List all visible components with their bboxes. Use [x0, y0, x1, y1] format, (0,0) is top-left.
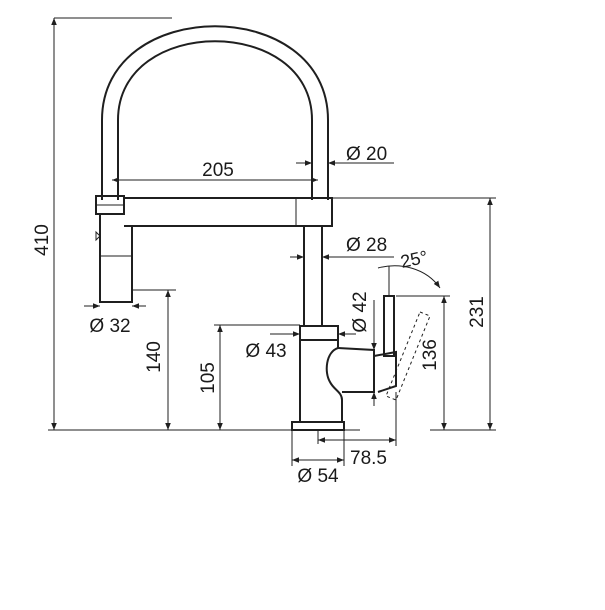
label-body-diameter: Ø 28 — [346, 235, 387, 256]
label-lever-height: 105 — [198, 362, 219, 394]
mount-plate — [291, 421, 345, 431]
label-spout-reach: 205 — [202, 160, 234, 181]
spout-arm — [124, 197, 333, 227]
label-total-height: 410 — [32, 224, 53, 256]
label-handle-diameter: Ø 42 — [350, 291, 371, 332]
label-mount-diameter: Ø 54 — [297, 466, 339, 487]
label-handle-angle: 25° — [399, 247, 430, 272]
label-spray-head-height: 140 — [144, 341, 165, 373]
faucet-outline — [95, 25, 431, 431]
label-handle-height: 136 — [420, 339, 441, 371]
label-hose-diameter: Ø 20 — [346, 144, 387, 165]
label-spray-head-diameter: Ø 32 — [89, 316, 130, 337]
hose-outer — [101, 25, 329, 200]
body-column — [303, 226, 323, 326]
label-spout-height: 231 — [467, 296, 488, 328]
handle-housing — [337, 347, 375, 393]
lower-body — [299, 340, 343, 422]
lever-rotated — [385, 311, 431, 401]
lever-base — [373, 350, 397, 393]
label-handle-reach: 78.5 — [350, 448, 387, 469]
lever-stem — [383, 295, 395, 357]
hose-inner — [117, 40, 313, 200]
spray-head-body — [99, 214, 133, 303]
base-collar — [299, 325, 339, 341]
spray-head-button — [95, 230, 101, 242]
dimension-labels: 410 205 Ø 20 Ø 28 Ø 42 Ø 32 140 105 Ø 43… — [32, 144, 488, 487]
dimension-lines — [48, 17, 496, 466]
label-base-diameter: Ø 43 — [245, 341, 286, 362]
